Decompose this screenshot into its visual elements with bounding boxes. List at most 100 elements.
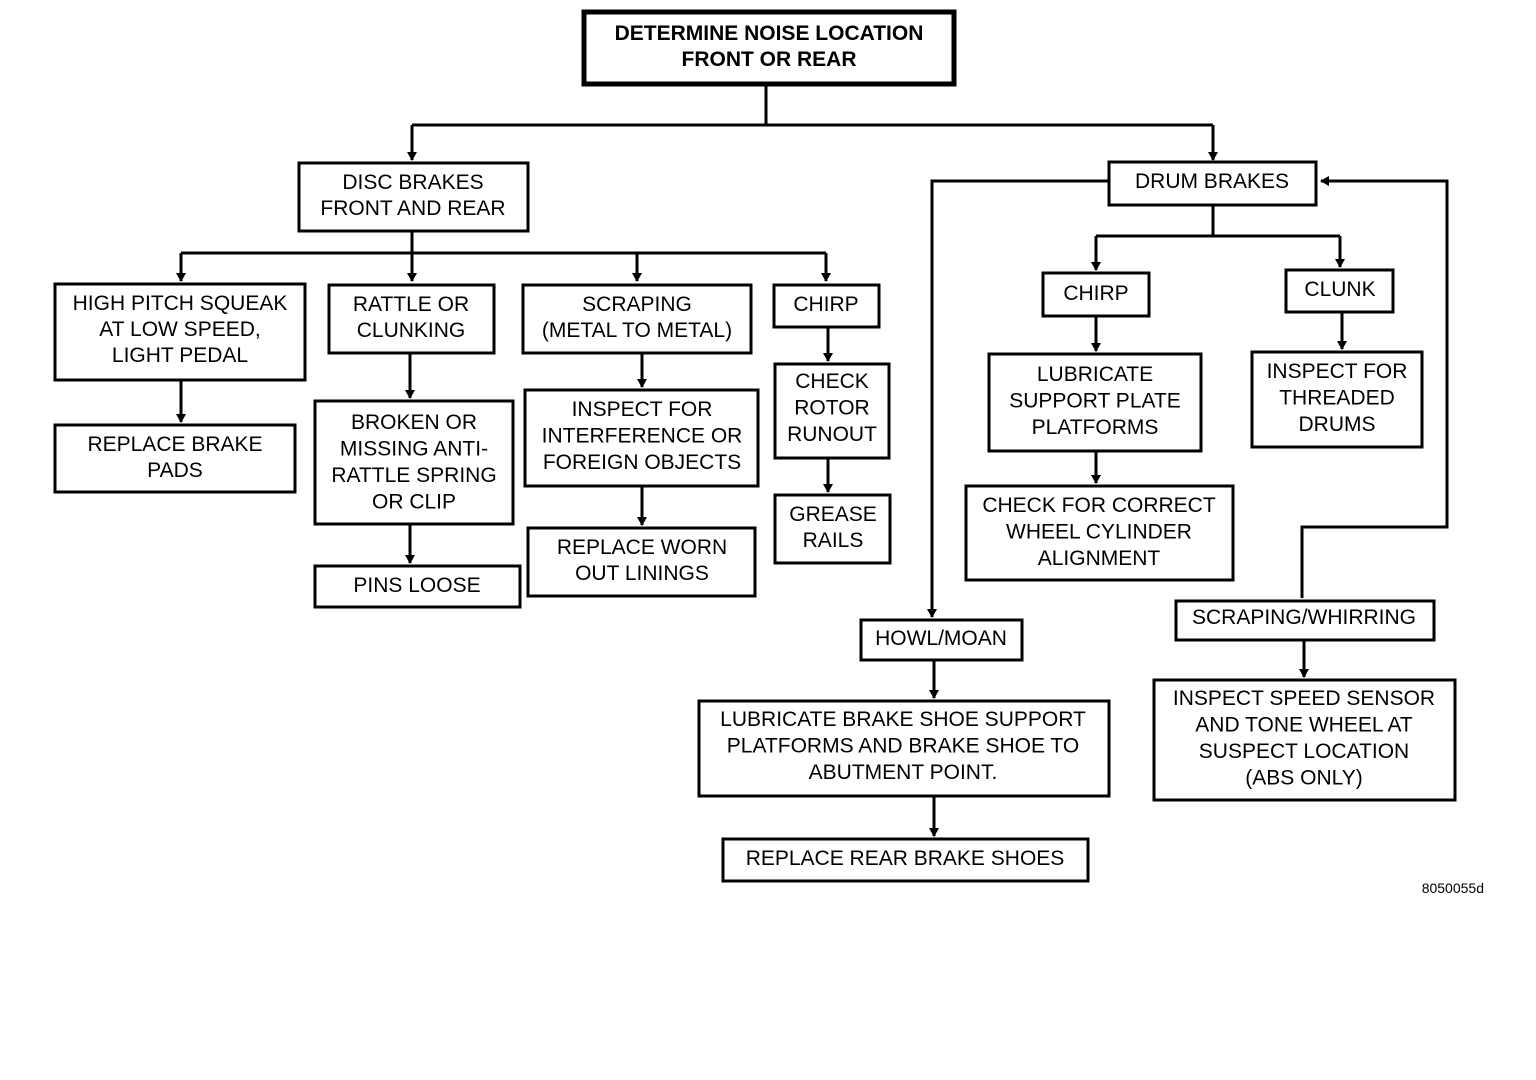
label-line: BROKEN OR xyxy=(351,411,477,434)
label-line: MISSING ANTI- xyxy=(340,438,488,461)
inspect-threaded-box xyxy=(1250,350,1424,449)
label-line: DRUMS xyxy=(1299,413,1376,436)
label-line: ALIGNMENT xyxy=(1038,547,1161,570)
label-line: DISC BRAKES xyxy=(342,171,483,194)
clunk-label: CLUNK xyxy=(1304,278,1375,301)
squeak-label: HIGH PITCH SQUEAK AT LOW SPEED, LIGHT PEDA… xyxy=(73,292,288,367)
scraping-whirring-label: SCRAPING/WHIRRING xyxy=(1192,606,1416,629)
scraping-whirring-box xyxy=(1174,599,1436,642)
inspect-interference-label: INSPECT FOR INTERFERENCE OR FOREIGN OBJECT… xyxy=(542,398,743,474)
inspect-speed-label: INSPECT SPEED SENSOR AND TONE WHEEL AT SUS… xyxy=(1173,687,1435,790)
label-line: OUT LININGS xyxy=(575,562,709,585)
chirp-drum-box xyxy=(1041,271,1151,318)
label-line: CLUNKING xyxy=(357,319,466,342)
label-line: SCRAPING/WHIRRING xyxy=(1192,606,1416,629)
lubricate-support-label: LUBRICATE SUPPORT PLATE PLATFORMS xyxy=(1009,363,1181,439)
label-line: CLUNK xyxy=(1304,278,1375,301)
inspect-threaded-label: INSPECT FOR THREADED DRUMS xyxy=(1267,360,1408,436)
label-line: PINS LOOSE xyxy=(353,574,480,597)
label-line: SCRAPING xyxy=(582,293,692,316)
label-line: RATTLE SPRING xyxy=(331,464,496,487)
label-line: SUSPECT LOCATION xyxy=(1199,740,1409,763)
grease-rails-label: GREASE RAILS xyxy=(789,503,877,552)
label-line: WHEEL CYLINDER xyxy=(1006,521,1192,544)
label-line: RUNOUT xyxy=(787,423,877,446)
drum-brakes-box xyxy=(1107,160,1318,207)
label-line: PADS xyxy=(147,459,203,482)
chirp-disc-label: CHIRP xyxy=(793,293,858,316)
chirp-disc-box xyxy=(772,283,881,329)
label-line: AT LOW SPEED, xyxy=(99,318,260,341)
chirp-drum-label: CHIRP xyxy=(1063,282,1128,305)
label-line: OR CLIP xyxy=(372,491,456,514)
clunk-box xyxy=(1284,268,1395,314)
label-line: LUBRICATE BRAKE SHOE SUPPORT xyxy=(720,708,1086,731)
rattle-label: RATTLE OR CLUNKING xyxy=(353,293,469,342)
inspect-speed-box xyxy=(1152,678,1457,802)
check-wheel-box xyxy=(964,484,1235,582)
label-line: ABUTMENT POINT. xyxy=(809,761,998,784)
label-line: THREADED xyxy=(1279,387,1395,410)
label-line: CHECK xyxy=(795,370,869,393)
label-line: REPLACE REAR BRAKE SHOES xyxy=(746,847,1065,870)
label-line: (ABS ONLY) xyxy=(1245,767,1362,790)
lubricate-shoe-label: LUBRICATE BRAKE SHOE SUPPORT PLATFORMS AN… xyxy=(720,708,1086,784)
label-line: HIGH PITCH SQUEAK xyxy=(73,292,288,315)
broken-box xyxy=(313,399,515,526)
lubricate-shoe-box xyxy=(697,699,1111,798)
label-line: LIGHT PEDAL xyxy=(112,344,248,367)
root-box xyxy=(581,9,957,87)
howl-moan-box xyxy=(859,618,1024,662)
label-line: PLATFORMS xyxy=(1032,416,1159,439)
label-line: RAILS xyxy=(803,529,864,552)
drum-brakes-label: DRUM BRAKES xyxy=(1135,170,1289,193)
label-line: CHECK FOR CORRECT xyxy=(982,494,1216,517)
scraping-box xyxy=(521,283,753,355)
label-line: RATTLE OR xyxy=(353,293,469,316)
replace-shoes-label: REPLACE REAR BRAKE SHOES xyxy=(746,847,1065,870)
squeak-box xyxy=(53,282,307,382)
rattle-box xyxy=(327,283,496,355)
label-line: CHIRP xyxy=(793,293,858,316)
root-label: DETERMINE NOISE LOCATION FRONT OR REAR xyxy=(615,22,924,71)
disc-brakes-label: DISC BRAKES FRONT AND REAR xyxy=(320,171,505,220)
scraping-label: SCRAPING (METAL TO METAL) xyxy=(542,293,732,342)
label-line: INSPECT FOR xyxy=(572,398,713,421)
label-line: AND TONE WHEEL AT xyxy=(1195,714,1413,737)
label-line: INTERFERENCE OR xyxy=(542,425,743,448)
label-line: GREASE xyxy=(789,503,877,526)
label-line: FRONT AND REAR xyxy=(320,197,505,220)
broken-label: BROKEN OR MISSING ANTI- RATTLE SPRING OR CL… xyxy=(331,411,496,514)
disc-brakes-box xyxy=(297,161,530,233)
label-line: PLATFORMS AND BRAKE SHOE TO xyxy=(727,735,1079,758)
label-line: FOREIGN OBJECTS xyxy=(543,451,741,474)
replace-shoes-box xyxy=(721,837,1090,883)
label-line: REPLACE WORN xyxy=(557,536,727,559)
grease-rails-box xyxy=(773,493,892,565)
label-line: CHIRP xyxy=(1063,282,1128,305)
label-line: HOWL/MOAN xyxy=(875,627,1007,650)
replace-linings-label: REPLACE WORN OUT LININGS xyxy=(557,536,727,585)
label-line: INSPECT FOR xyxy=(1267,360,1408,383)
check-wheel-label: CHECK FOR CORRECT WHEEL CYLINDER ALIGNMENT xyxy=(982,494,1216,570)
label-line: (METAL TO METAL) xyxy=(542,319,732,342)
label-line: FRONT OR REAR xyxy=(682,48,857,71)
figure-code: 8050055d xyxy=(1422,880,1484,896)
inspect-interference-box xyxy=(523,388,760,488)
label-line: DETERMINE NOISE LOCATION xyxy=(615,22,924,45)
replace-pads-box xyxy=(53,423,297,494)
pins-loose-box xyxy=(313,564,522,609)
label-line: LUBRICATE xyxy=(1037,363,1153,386)
pins-loose-label: PINS LOOSE xyxy=(353,574,480,597)
check-rotor-box xyxy=(773,362,891,460)
label-line: SUPPORT PLATE xyxy=(1009,390,1181,413)
replace-linings-box xyxy=(526,526,757,598)
label-line: INSPECT SPEED SENSOR xyxy=(1173,687,1435,710)
label-line: DRUM BRAKES xyxy=(1135,170,1289,193)
connector-lines xyxy=(176,84,1449,837)
howl-moan-label: HOWL/MOAN xyxy=(875,627,1007,650)
lubricate-support-box xyxy=(987,352,1203,453)
